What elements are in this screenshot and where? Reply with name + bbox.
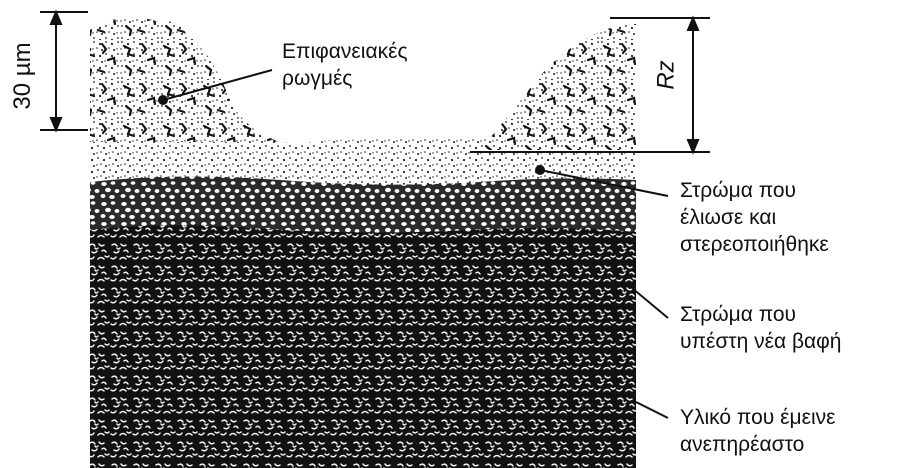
unaffected-material-label: Υλικό που έμεινε ανεπηρέαστο xyxy=(680,404,835,458)
scale-label: 30 µm xyxy=(0,30,50,120)
rehardened-layer-label: Στρώμα που υπέστη νέα βαφή xyxy=(680,301,841,355)
melted-layer-label: Στρώμα που έλιωσε και στερεοποιήθηκε xyxy=(680,177,829,258)
leader-rehardened-layer xyxy=(632,288,668,318)
surface-cracks-label: Επιφανειακές ρωγμές xyxy=(282,38,408,92)
unaffected-material-layer xyxy=(90,222,636,468)
left-crater-rim xyxy=(90,18,280,143)
right-crater-rim xyxy=(480,24,636,150)
rz-label: Rz xyxy=(652,55,692,95)
leader-unaffected-material xyxy=(636,402,668,418)
